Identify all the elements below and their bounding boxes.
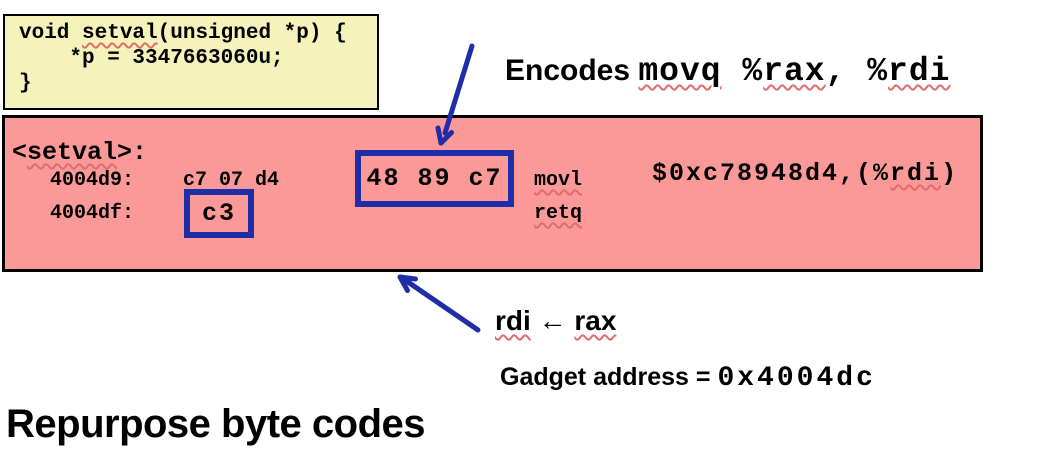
disasm-line2-addr: 4004df: [50,202,135,225]
operand-pre: $0xc78948d4,(% [652,159,891,188]
disasm-line1-bytes-plain: c7 07 d4 [183,169,280,192]
encodes-label: Encodes [505,54,639,87]
source-line-3: } [19,72,32,95]
encodes-annotation: Encodes movq %rax, %rdi [505,53,950,90]
symbol-rest: >: [117,138,148,167]
encodes-sep1: % [721,53,764,90]
reg-src: rax [574,305,617,336]
disasm-line1-mnemonic: movl [534,169,583,192]
encodes-reg-rdi: rdi [888,53,951,90]
disasm-line2-byte-boxed: c3 [201,199,236,228]
ret-byte-highlight-rect: c3 [184,189,254,238]
symbol-name: setval [27,138,118,167]
encodes-sep2: , % [825,53,889,90]
gadget-arrow-icon [397,274,481,333]
reg-dst: rdi [495,305,531,336]
register-transfer-annotation: rdi ← rax [495,305,616,337]
disassembly-box [2,115,983,272]
disasm-line1-addr: 4004d9: [50,169,135,192]
source-fn-name: setval [82,22,158,45]
disasm-line2-mnemonic: retq [534,202,583,225]
encodes-mnemonic: movq [638,53,722,90]
source-code-box: void setval(unsigned *p) { *p = 33476630… [3,14,379,110]
encodes-reg-rax: rax [763,53,826,90]
disasm-symbol-line: <setval>: [12,139,147,166]
gadget-address-label: Gadget address = [500,363,718,391]
source-line-1-pre: void [19,22,83,45]
gadget-bytes-highlight-rect: 48 89 c7 [355,150,514,207]
left-arrow-glyph: ← [530,305,575,336]
slide-heading: Repurpose byte codes [6,402,426,446]
source-line-1-post: (unsigned *p) { [157,22,347,45]
operand-reg: rdi [890,159,942,188]
source-line-2: *p = 3347663060u; [19,47,284,70]
operand-post: ) [941,159,959,188]
symbol-lt: < [12,138,28,167]
disasm-line1-bytes-boxed: 48 89 c7 [366,164,503,193]
disasm-line1-operand: $0xc78948d4,(%rdi) [652,160,958,187]
gadget-address-value: 0x4004dc [717,363,876,394]
source-line-1: void setval(unsigned *p) { [19,21,377,46]
gadget-address-annotation: Gadget address = 0x4004dc [500,363,876,394]
